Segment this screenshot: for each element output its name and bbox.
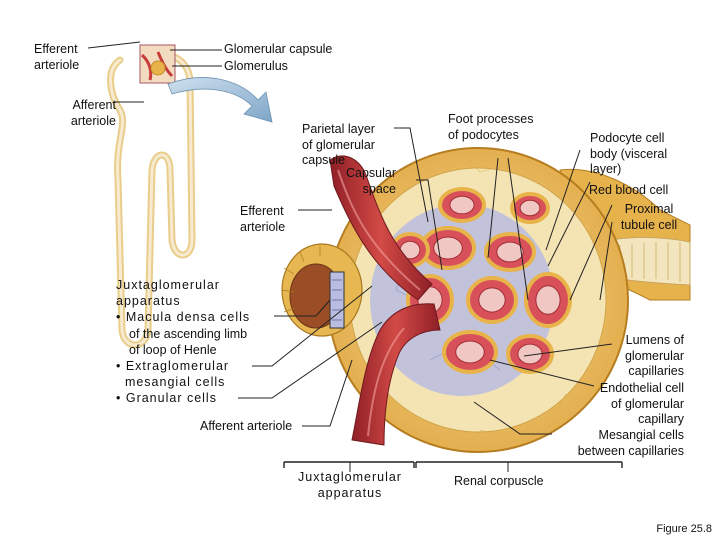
capillary-lumen	[478, 287, 506, 313]
label-renal-corpuscle: Renal corpuscle	[454, 474, 544, 488]
glomerular-capillaries	[390, 187, 572, 374]
label-jga-bracket: Juxtaglomerular apparatus	[298, 470, 402, 500]
leader-lines	[87, 41, 623, 472]
label-podocyte-cell-body: Podocyte cell body (visceral layer)	[590, 131, 668, 176]
afferent-arteriole-vessel	[351, 303, 441, 446]
label-extraglomerular-mesangial: • Extraglomerular mesangial cells	[116, 359, 230, 389]
zoom-arrow	[167, 77, 273, 123]
capillary-lumen	[535, 285, 561, 315]
label-red-blood-cell: Red blood cell	[589, 183, 669, 197]
label-macula-densa: • Macula densa cells	[116, 310, 251, 324]
label-proximal-tubule-cell: Proximal tubule cell	[620, 202, 678, 232]
label-glomerular-capsule: Glomerular capsule	[224, 42, 333, 56]
efferent-arteriole-vessel	[329, 155, 433, 301]
capillary-lumen	[496, 241, 524, 263]
capillary-lumen	[433, 236, 463, 260]
capillary-lumen	[455, 340, 485, 364]
capillary-lumen	[519, 199, 541, 217]
label-afferent-arteriole-bottom: Afferent arteriole	[200, 419, 293, 433]
label-afferent-arteriole-top: Afferent arteriole	[70, 98, 116, 128]
label-capsular-space: Capsular space	[345, 166, 396, 196]
label-efferent-arteriole-top: Efferent arteriole	[34, 42, 80, 72]
label-mesangial-cells: Mesangial cells between capillaries	[577, 428, 684, 458]
distal-tubule	[281, 243, 363, 337]
label-parietal-layer: Parietal layer of glomerular capsule	[302, 122, 375, 167]
label-macula-densa-sub: of the ascending limb of loop of Henle	[129, 327, 248, 357]
label-glomerulus: Glomerulus	[224, 59, 288, 73]
label-endothelial-cell: Endothelial cell of glomerular capillary	[599, 381, 684, 426]
label-jga-heading: Juxtaglomerular apparatus	[116, 278, 220, 308]
figure-number: Figure 25.8	[656, 523, 712, 535]
label-foot-processes: Foot processes of podocytes	[448, 112, 534, 142]
label-lumens: Lumens of glomerular capillaries	[624, 333, 684, 378]
label-efferent-arteriole-mid: Efferent arteriole	[240, 204, 286, 234]
capillary-lumen	[449, 195, 475, 215]
label-granular-cells: • Granular cells	[116, 391, 217, 405]
